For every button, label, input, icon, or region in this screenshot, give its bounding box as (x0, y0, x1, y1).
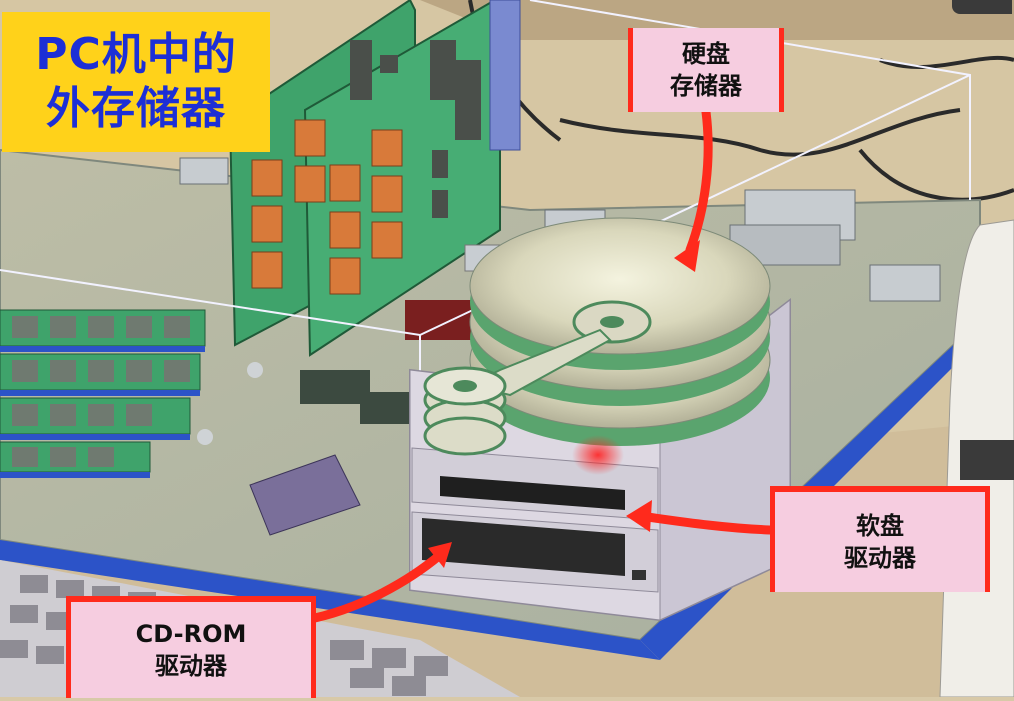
ram-modules (0, 309, 206, 478)
hard-disk-arrow (685, 107, 713, 255)
cdrom-label-line-1: CD-ROM (135, 620, 247, 648)
hard-disk-platters (423, 217, 771, 475)
floppy-label-line-2: 驱动器 (844, 544, 916, 572)
cursor-highlight (572, 435, 624, 475)
arrow-heads (428, 240, 700, 568)
diagram-title: PC机中的 外存储器 (2, 12, 270, 152)
floppy-drive-label: 软盘 驱动器 (770, 486, 990, 592)
cdrom-arrow (300, 550, 445, 625)
title-line-1: PC机中的 (35, 29, 237, 80)
video-control-button[interactable] (952, 0, 1012, 14)
hard-disk-label-line-1: 硬盘 (682, 40, 730, 68)
title-line-2: 外存储器 (46, 83, 226, 134)
expansion-cards (228, 0, 521, 357)
hard-disk-label: 硬盘 存储器 (628, 28, 784, 112)
floppy-label-line-1: 软盘 (856, 512, 904, 540)
cdrom-drive-label: CD-ROM 驱动器 (66, 596, 316, 698)
cdrom-label-line-2: 驱动器 (155, 652, 227, 680)
hard-disk-label-line-2: 存储器 (670, 72, 742, 100)
board-edge (0, 540, 660, 660)
